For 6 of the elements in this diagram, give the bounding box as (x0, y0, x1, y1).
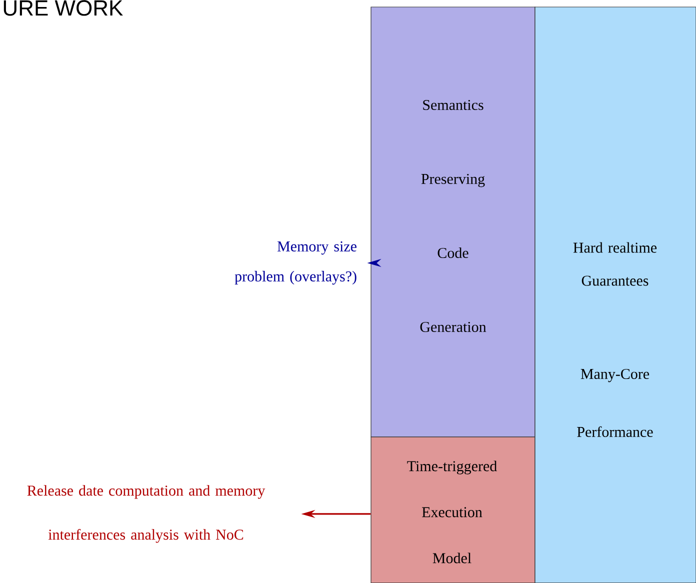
block: Time-triggered Execution Model (370, 436, 536, 583)
block: Semantics Preserving Code Generation (370, 6, 536, 438)
annotation-text: Memory size problem (overlays?) (234, 241, 356, 285)
heading: URE WORK (4, 0, 123, 16)
annotation-text: Release date computation and memory interferences analysis with NoC (27, 485, 266, 543)
block: Hard realtime Guarantees Many-Core Performance (534, 6, 696, 583)
